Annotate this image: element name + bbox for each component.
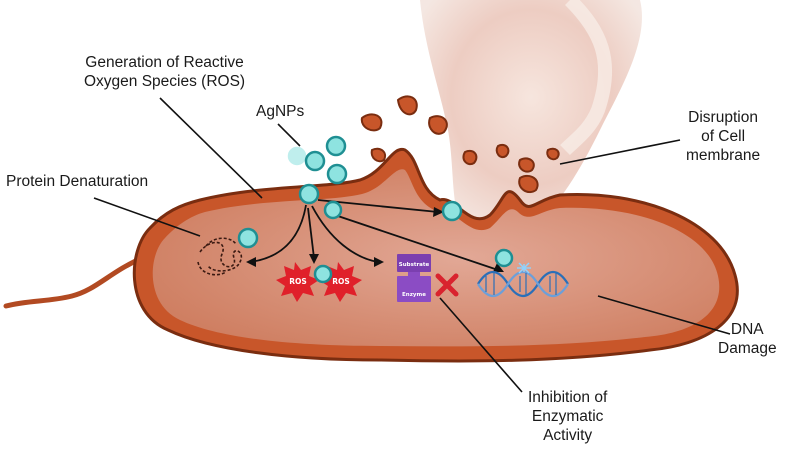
membrane-fragments <box>360 95 560 194</box>
mechanism-arrows <box>249 199 499 271</box>
label-protein-denaturation: Protein Denaturation <box>6 173 149 190</box>
nanoparticle-icon <box>304 150 326 172</box>
nanoparticle-icon <box>323 200 343 220</box>
nanoparticle-icon <box>298 183 320 205</box>
nanoparticle-icon <box>326 163 348 185</box>
ros-badge-1: ROS <box>289 277 307 286</box>
label-disruption-line1: Disruption <box>688 109 758 126</box>
label-ros-generation: Generation of Reactive Oxygen Species (R… <box>84 53 245 91</box>
label-dna-damage: DNA Damage <box>718 320 777 358</box>
label-dna-line1: DNA <box>730 321 764 338</box>
label-inhibition-line3: Activity <box>543 427 593 444</box>
bacterium-flagellum-icon <box>3 255 145 309</box>
ros-burst-icon: ROS <box>276 262 319 302</box>
nanoparticle-icon <box>237 227 259 249</box>
label-agnps: AgNPs <box>256 103 305 120</box>
nanoparticle-icon <box>494 248 514 268</box>
label-ros-line2: Oxygen Species (ROS) <box>84 73 246 90</box>
enzyme-icon: Substrate Enzyme <box>397 254 431 302</box>
x-mark-icon <box>435 273 459 297</box>
bacterium-cytoplasm <box>152 169 720 347</box>
smoke-wisp <box>560 0 613 156</box>
nanoparticles <box>237 135 514 284</box>
arrow-heads <box>246 207 504 272</box>
label-membrane-disruption: Disruption of Cell membrane <box>686 108 760 165</box>
label-inhibition-line2: Enzymatic <box>531 408 604 425</box>
nanoparticle-icon <box>287 146 307 166</box>
substrate-label: Substrate <box>399 262 430 268</box>
nanoparticle-icon <box>441 200 463 222</box>
substrate-icon <box>397 254 431 272</box>
label-dna-line2: Damage <box>718 340 777 357</box>
nanoparticle-icon <box>325 135 347 157</box>
nanoparticle-icon <box>313 264 333 284</box>
ros-badge-2: ROS <box>332 277 350 286</box>
label-disruption-line2: of Cell <box>701 128 746 145</box>
leader-lines <box>93 97 731 393</box>
denatured-protein-icon <box>197 237 243 276</box>
dna-break-spark <box>517 262 531 274</box>
dna-helix-icon <box>477 270 569 298</box>
label-enzyme-inhibition: Inhibition of Enzymatic Activity <box>528 388 607 445</box>
enzyme-label: Enzyme <box>402 292 426 298</box>
label-disruption-line3: membrane <box>686 147 761 164</box>
membrane-smoke-plume <box>420 0 642 244</box>
label-inhibition-line1: Inhibition of <box>528 389 608 406</box>
label-ros-line1: Generation of Reactive <box>85 54 244 71</box>
